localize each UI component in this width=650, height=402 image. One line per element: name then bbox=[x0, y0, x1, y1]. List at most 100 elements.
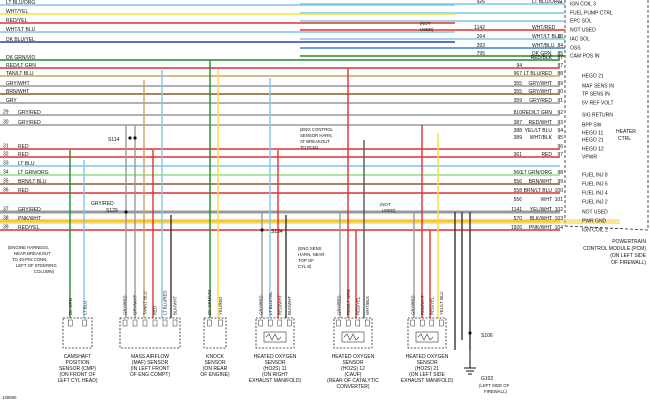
component-caption: (HO2S) 12 bbox=[341, 366, 365, 372]
pin-wire-label: GRY/RED bbox=[410, 296, 415, 316]
highlight-ign-coil-2 bbox=[0, 219, 620, 224]
engine-harness-note: (ENGINE HARNESS, NEAR BREAKOUT TO 40-PIN… bbox=[8, 245, 57, 274]
note-line: TO PCM) bbox=[300, 145, 319, 150]
pin-wire-label: WHT/BLK bbox=[365, 296, 370, 315]
component-caption: CAMSHAFT bbox=[64, 354, 92, 360]
wire-circuit-number: 560 bbox=[514, 170, 523, 176]
row-number: 29 bbox=[3, 110, 9, 116]
pcm-pin-number: 102 bbox=[555, 207, 564, 213]
connector-pin bbox=[429, 319, 434, 327]
wire-color-label: GRY bbox=[6, 98, 17, 104]
pcm-function-label: FUEL INJ 4 bbox=[582, 191, 608, 197]
connector-pin bbox=[268, 319, 273, 327]
connector-pin bbox=[410, 319, 415, 327]
wire-color-label: BLK/WHT bbox=[530, 216, 552, 222]
wire-color-label: BRN/LT BLU bbox=[524, 188, 553, 194]
component-caption: KNOCK bbox=[206, 354, 224, 360]
row-number: 35 bbox=[3, 179, 9, 185]
pcm-function-label: IGN COIL 2 bbox=[582, 228, 608, 234]
splice-point bbox=[260, 228, 264, 232]
pcm-pin-number: 98 bbox=[557, 170, 563, 176]
row-number: 33 bbox=[3, 161, 9, 167]
component-caption: (ON FRONT OF bbox=[59, 372, 95, 378]
splice-s129-label: S129 bbox=[106, 208, 118, 214]
splice-s134-label: S134 bbox=[271, 229, 283, 235]
wire-color-label: RED bbox=[18, 152, 29, 158]
wire-circuit-number: 558 bbox=[514, 188, 523, 194]
pin-wire-label: BLK/WHT bbox=[173, 296, 178, 315]
splice-point bbox=[128, 136, 132, 140]
connector-pin bbox=[355, 319, 360, 327]
component-caption: SENSOR bbox=[204, 360, 226, 366]
wire-color-label: WHT/YEL bbox=[6, 9, 28, 15]
wire-circuit-number: 94 bbox=[516, 63, 522, 69]
pin-wire-label: RED/LT GRN bbox=[346, 289, 351, 315]
connector-pin bbox=[287, 319, 292, 327]
connector-pin bbox=[172, 319, 178, 327]
pin-wire-label: LT BLU/YEL bbox=[268, 291, 273, 315]
wire-color-label: DK GRN/VIO bbox=[6, 55, 36, 61]
pcm-function-label: NOT USED bbox=[582, 210, 608, 216]
connector-pin bbox=[68, 319, 73, 327]
pcm-label-line: CONTROL MODULE (PCM) bbox=[583, 246, 646, 252]
pcm-function-label: NOT USED bbox=[570, 28, 596, 34]
pcm-label-line: (ON LEFT SIDE bbox=[610, 253, 646, 259]
heater-ctrl-line: HEATER bbox=[616, 129, 636, 135]
wire-color-label: RED/WHT bbox=[529, 120, 552, 126]
connector-pin bbox=[420, 319, 425, 327]
component-caption: EXHAUST MANIFOLD) bbox=[249, 378, 302, 384]
note-line: HARN, NEAR bbox=[298, 252, 325, 257]
component-body bbox=[255, 317, 295, 349]
wire-color-label: DK GRN bbox=[532, 51, 552, 57]
pcm-pin-number: 91 bbox=[557, 98, 563, 104]
ground-line: (LEFT SIDE OF bbox=[479, 383, 510, 388]
pcm-pin-number: 71 bbox=[557, 0, 563, 5]
wire-color-label: DK BLU/YEL bbox=[6, 37, 35, 43]
pcm-function-label: PWR GND bbox=[582, 219, 607, 225]
pcm-pin-number: 87 bbox=[557, 63, 563, 69]
wire-circuit-number: 570 bbox=[514, 216, 523, 222]
pcm-pin-number: 101 bbox=[555, 197, 564, 203]
connector-pin bbox=[365, 319, 370, 327]
component-body bbox=[119, 317, 181, 349]
note-line: NEAR BREAKOUT bbox=[14, 251, 51, 256]
pcm-function-label: HEGO 11 bbox=[582, 131, 604, 137]
pcm-pin-number: 85 bbox=[557, 51, 563, 57]
wire-circuit-number: 1926 bbox=[511, 225, 522, 231]
wire-color-label: GRY/WHT bbox=[528, 89, 552, 95]
pcm-label-line: POWERTRAIN bbox=[612, 239, 646, 245]
pcm-label-line: OF FIREWALL) bbox=[611, 260, 646, 266]
row-number: 30 bbox=[3, 120, 9, 126]
pcm-pin-number: 97 bbox=[557, 152, 563, 158]
wire-circuit-number: 967 bbox=[514, 71, 523, 77]
wire-circuit-number: 389 bbox=[514, 135, 523, 141]
wire-color-label: RED bbox=[18, 188, 29, 194]
pcm-outline-bottom bbox=[564, 225, 649, 231]
pin-wire-label: RED bbox=[153, 306, 158, 315]
heater-element bbox=[263, 331, 287, 343]
component-caption: LEFT CYL HEAD) bbox=[57, 378, 97, 384]
wire-color-label: PNK/WHT bbox=[18, 216, 41, 222]
pcm-function-label: EPC SOL bbox=[570, 19, 592, 25]
component-body bbox=[407, 317, 447, 349]
not-used-label-top: (NOT USED) bbox=[420, 21, 434, 32]
wire-color-label: RED/BLK bbox=[531, 55, 553, 61]
component-body bbox=[62, 317, 93, 349]
component-caption: CONVERTER) bbox=[337, 384, 370, 390]
wire-color-label: RED bbox=[541, 152, 552, 158]
pcm-pin-number: 92 bbox=[557, 110, 563, 116]
wire-color-label: BRN/LT BLU bbox=[18, 179, 47, 185]
pcm-function-label: MAF SENS IN bbox=[582, 84, 614, 90]
pcm-pin-number: 96 bbox=[557, 144, 563, 150]
note-line: CYL 8) bbox=[298, 264, 312, 269]
component-caption: (HO2S) 11 bbox=[263, 366, 287, 372]
note-line: LEFT OF STEERING bbox=[16, 263, 57, 268]
connector-pin bbox=[346, 319, 351, 327]
wire-circuit-number: 393 bbox=[477, 43, 486, 49]
component-caption: HEATED OXYGEN bbox=[254, 354, 297, 360]
